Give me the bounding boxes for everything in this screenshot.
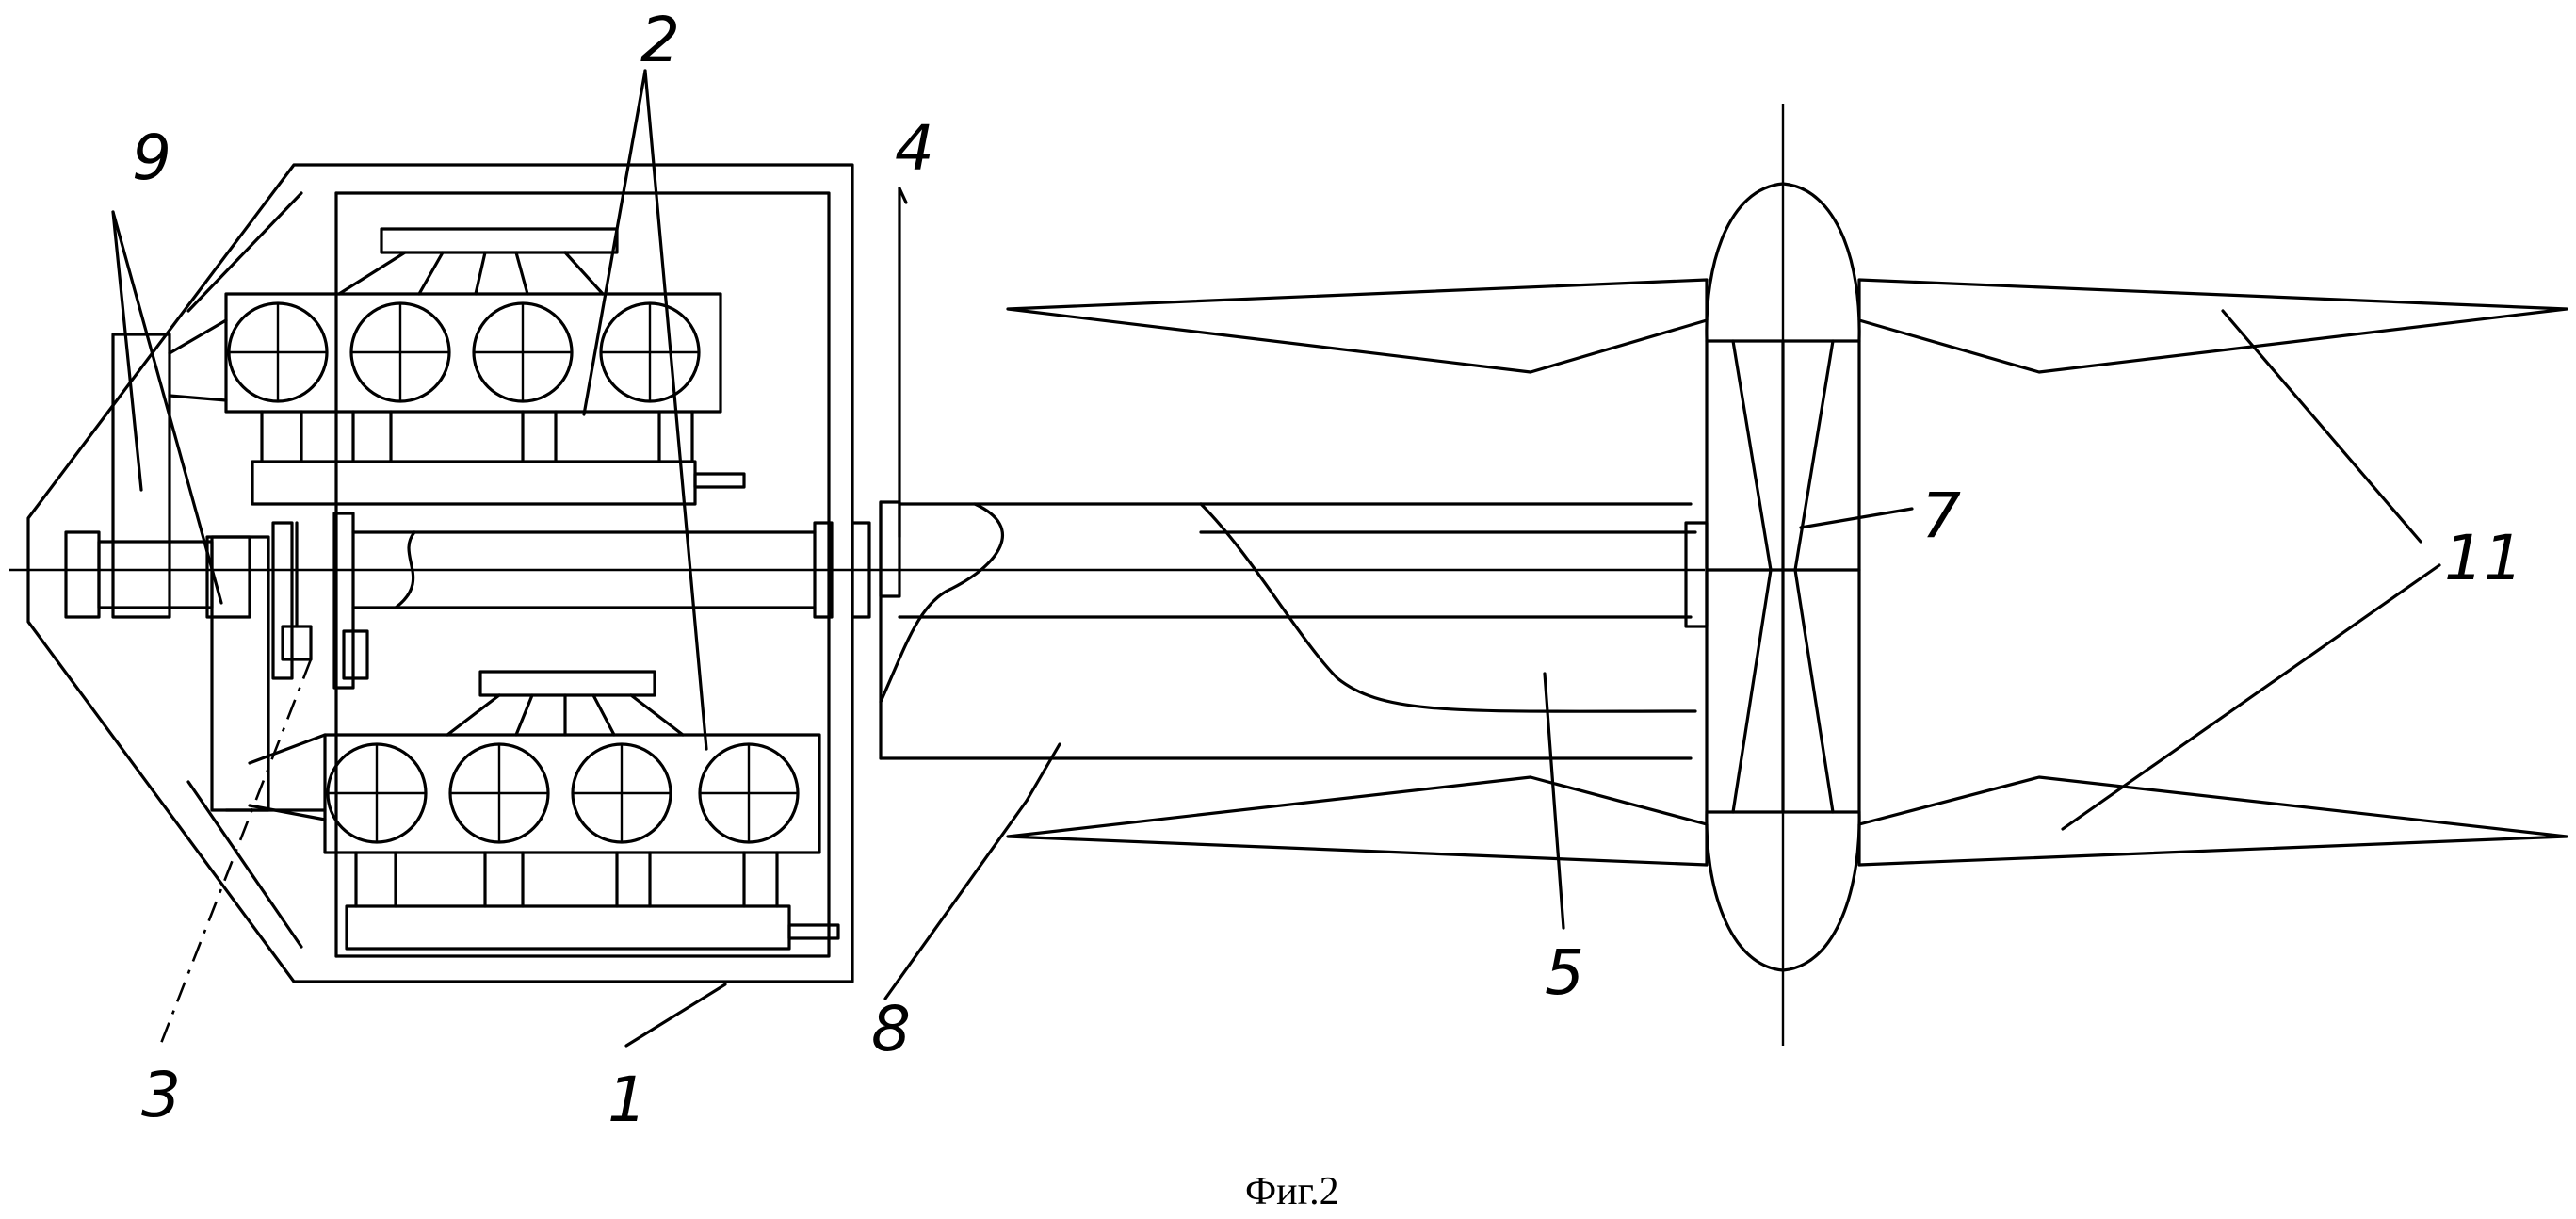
upper-engine	[226, 229, 744, 504]
lower-cylinder-4	[700, 744, 798, 842]
label-2: 2	[640, 4, 680, 76]
upper-cylinder-3	[474, 303, 572, 401]
label-11: 11	[2444, 522, 2523, 594]
drive-tube	[881, 502, 1707, 758]
blades	[1008, 280, 2567, 865]
clutch-assembly	[160, 513, 869, 1046]
housing	[28, 165, 852, 982]
upper-cylinder-4	[601, 303, 699, 401]
label-1: 1	[608, 1064, 647, 1136]
upper-cylinder-2	[351, 303, 449, 401]
lower-engine	[325, 672, 838, 949]
label-7: 7	[1921, 479, 1961, 552]
label-5: 5	[1545, 936, 1584, 1009]
lower-cylinder-2	[450, 744, 548, 842]
label-9: 9	[132, 122, 171, 194]
label-3: 3	[141, 1059, 181, 1131]
label-8: 8	[871, 993, 911, 1065]
leader-lines	[113, 71, 2439, 1046]
lower-cylinder-1	[328, 744, 426, 842]
label-4: 4	[895, 112, 934, 185]
upper-cylinder-1	[229, 303, 327, 401]
figure-caption: Фиг.2	[1245, 1170, 1339, 1213]
lower-cylinder-3	[573, 744, 671, 842]
rotor	[1707, 104, 1859, 1046]
